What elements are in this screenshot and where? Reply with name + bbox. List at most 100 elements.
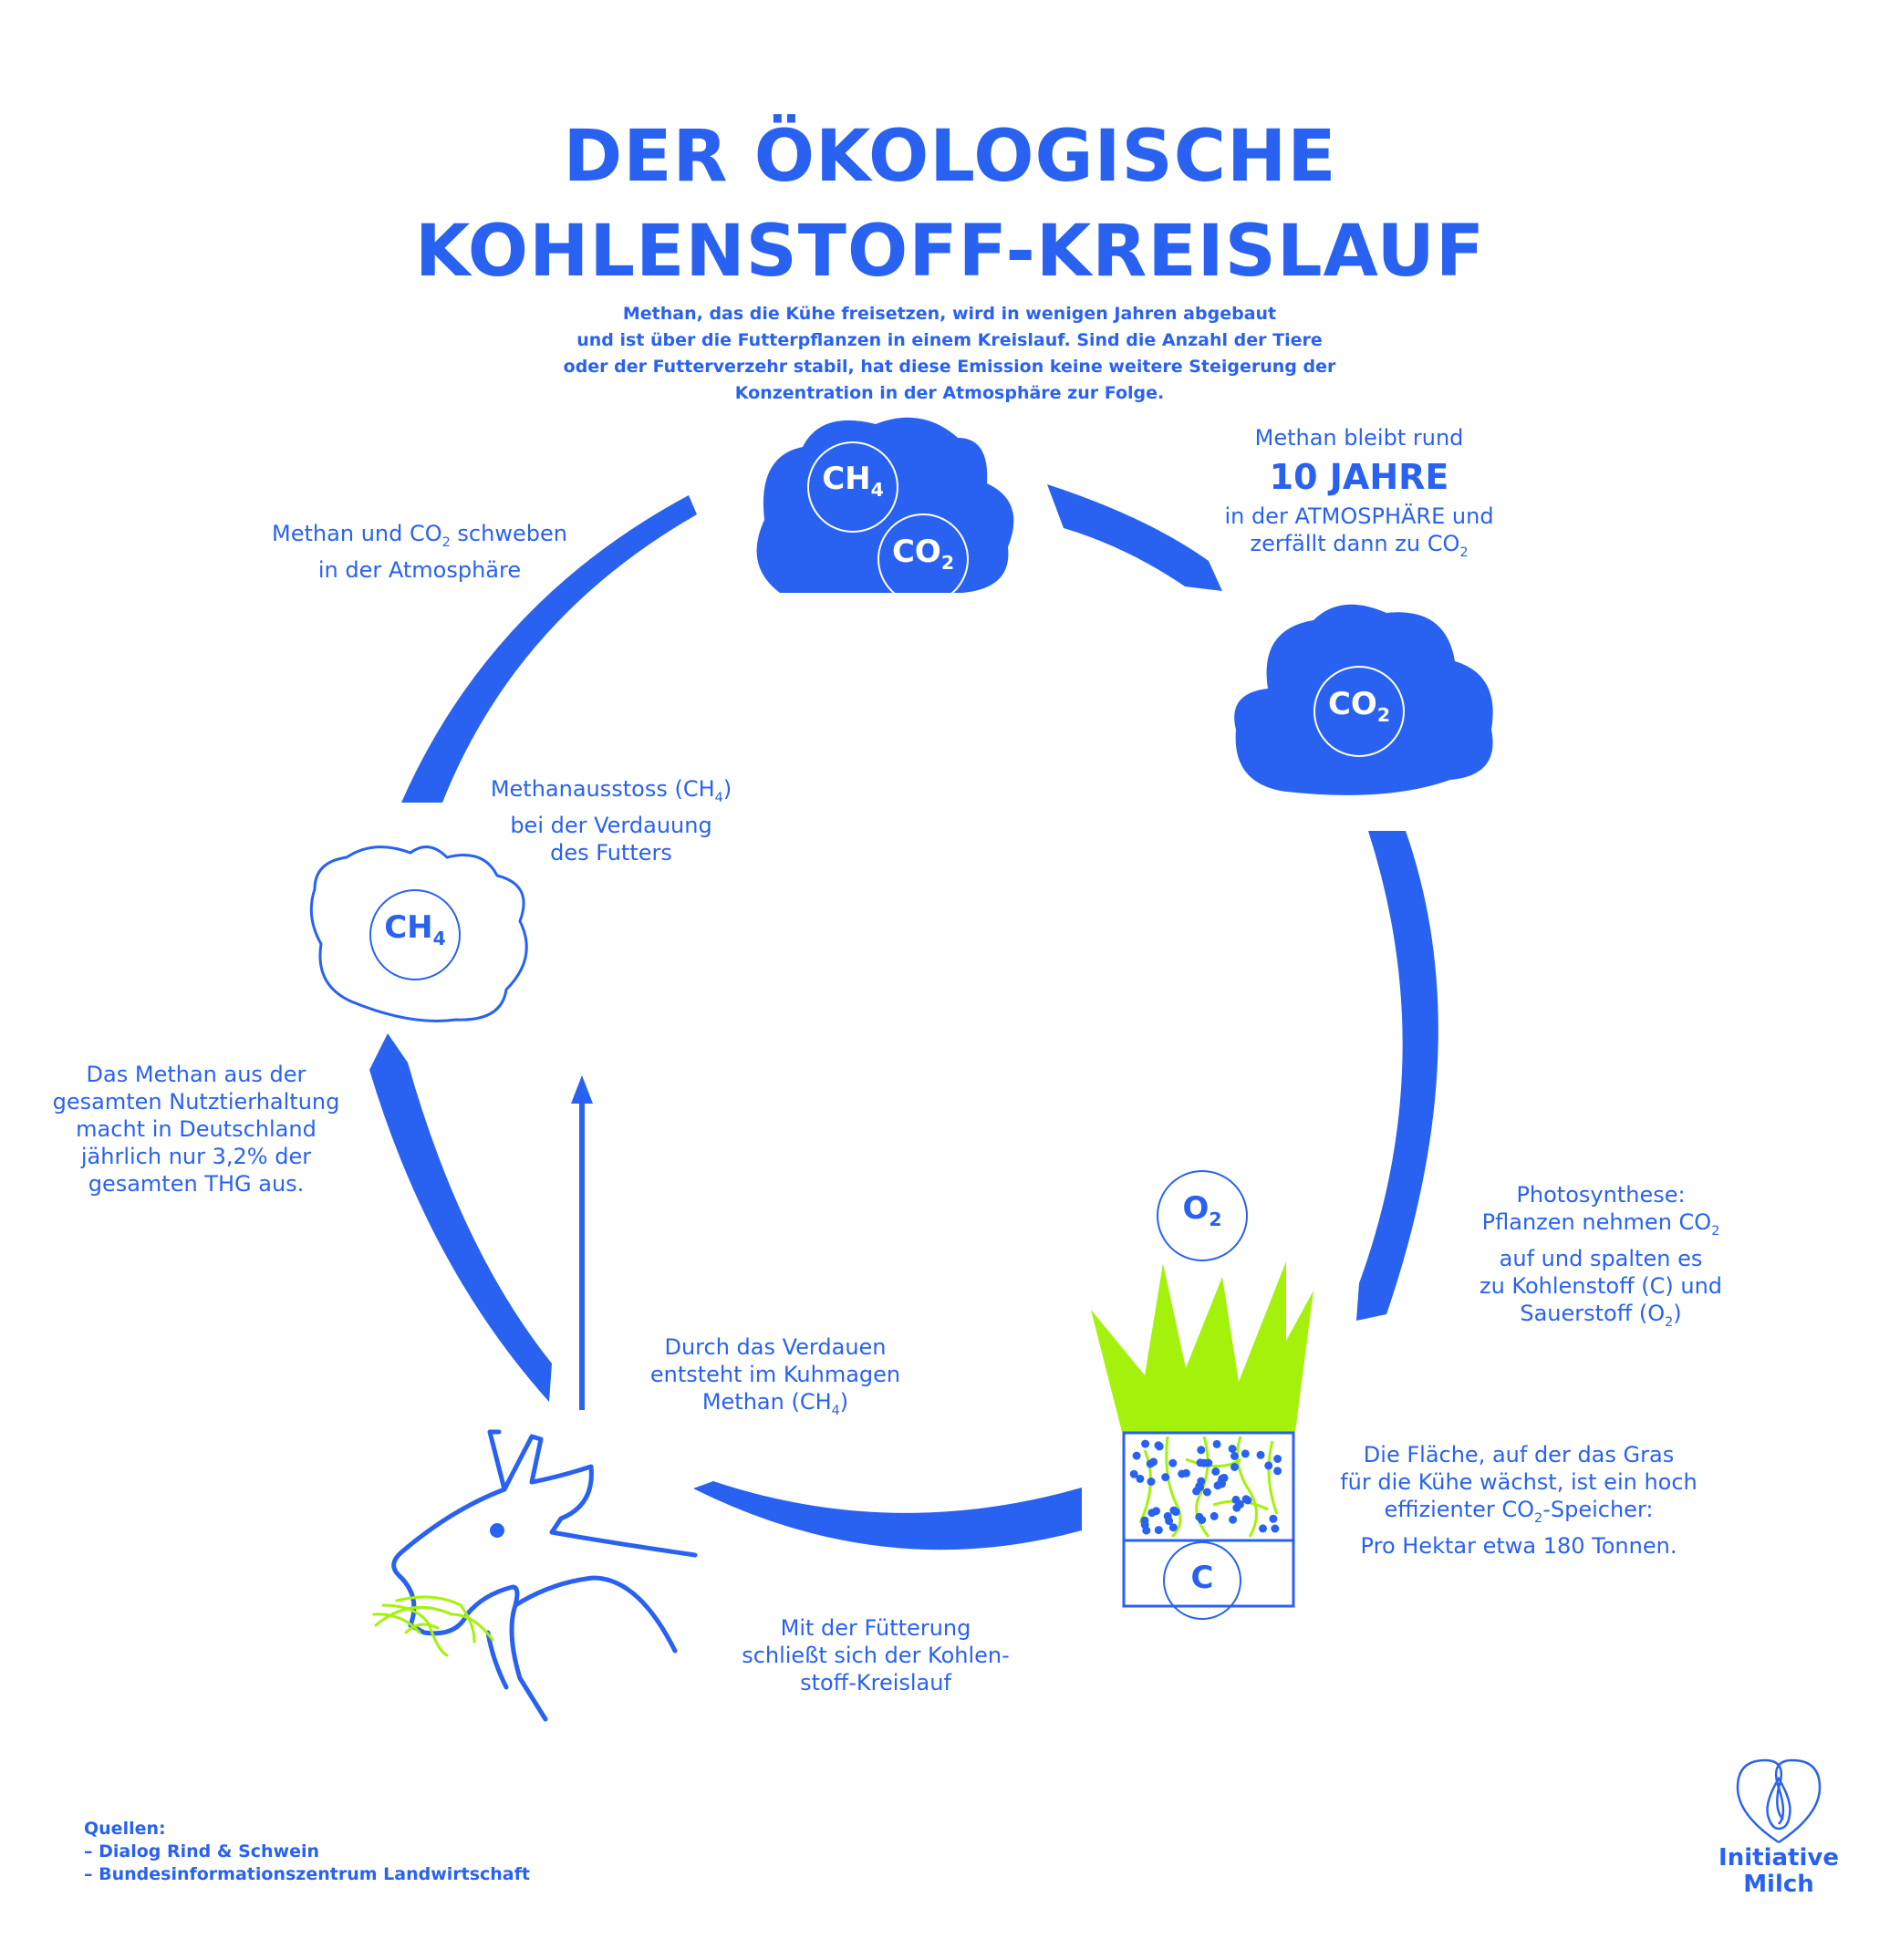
- text-line: Photosynthese:: [1516, 1182, 1686, 1208]
- co2-text: CO: [1327, 686, 1377, 722]
- cycle-arc-right: [1356, 831, 1438, 1321]
- cycle-arc-bottom: [693, 1481, 1082, 1550]
- co2-sub: 2: [1376, 703, 1391, 726]
- soil-dot: [1273, 1455, 1282, 1463]
- co2-sub: 2: [940, 551, 955, 574]
- soil-dot: [1229, 1515, 1238, 1524]
- text-part: ): [722, 776, 732, 802]
- title-line-1: DER ÖKOLOGISCHE: [563, 116, 1337, 198]
- o2-text: O: [1182, 1190, 1210, 1227]
- intro-line: Konzentration in der Atmosphäre zur Folg…: [734, 383, 1165, 403]
- text-sub: 4: [831, 1403, 840, 1418]
- text-part: -Speicher:: [1542, 1497, 1654, 1522]
- text-part: zerfällt dann zu CO: [1250, 531, 1460, 556]
- label-storage: Die Fläche, auf der das Gras für die Küh…: [1327, 1441, 1710, 1560]
- highlight-ten-years: 10 JAHRE: [1269, 457, 1449, 497]
- soil-dot: [1154, 1526, 1163, 1535]
- cycle-arc-left-upper: [401, 495, 697, 803]
- soil-dot: [1141, 1439, 1150, 1448]
- text-line: Durch das Verdauen: [664, 1334, 887, 1360]
- text-line: bei der Verdauung: [510, 812, 712, 838]
- text-line: Pro Hektar etwa 180 Tonnen.: [1360, 1532, 1677, 1559]
- text-line: Die Fläche, auf der das Gras: [1363, 1442, 1675, 1467]
- cycle-arc-left-lower: [369, 1033, 552, 1402]
- logo-line: Milch: [1743, 1871, 1814, 1898]
- ch4-label-left: CH4: [379, 909, 452, 949]
- soil-dot: [1136, 1474, 1145, 1483]
- label-stomach: Durch das Verdauen entsteht im Kuhmagen …: [629, 1333, 921, 1425]
- soil-dot: [1218, 1479, 1226, 1488]
- soil-dot: [1230, 1452, 1239, 1460]
- text-part: ): [839, 1389, 849, 1415]
- text-line: effizienter CO2-Speicher:: [1327, 1496, 1710, 1532]
- cow-grass-icon: [372, 1595, 494, 1657]
- o2-circle: [1157, 1170, 1248, 1261]
- text-line: gesamten Nutztierhaltung: [52, 1089, 340, 1115]
- text-line: Methan (CH4): [629, 1388, 921, 1425]
- text-part: Sauerstoff (O: [1520, 1300, 1666, 1326]
- soil-dot: [1235, 1499, 1244, 1509]
- cycle-arrows: [369, 484, 1438, 1550]
- soil-dot: [1147, 1509, 1157, 1518]
- soil-dot: [1241, 1495, 1251, 1504]
- source-item: – Bundesinformationszentrum Landwirtscha…: [84, 1864, 530, 1884]
- soil-dot: [1264, 1461, 1273, 1470]
- soil-dot: [1271, 1524, 1280, 1533]
- o2-label: O2: [1175, 1190, 1230, 1230]
- text-sub: 2: [1711, 1223, 1720, 1239]
- soil-dot: [1211, 1467, 1220, 1476]
- sources: Quellen: – Dialog Rind & Schwein – Bunde…: [84, 1818, 530, 1886]
- intro-paragraph: Methan, das die Kühe freisetzen, wird in…: [539, 301, 1360, 407]
- text-line: zerfällt dann zu CO2: [1213, 530, 1505, 566]
- text-line: auf und spalten es: [1499, 1245, 1703, 1271]
- text-line: Sauerstoff (O2): [1455, 1300, 1747, 1336]
- text-line: Methanausstoss (CH4): [474, 775, 748, 812]
- soil-dot: [1149, 1457, 1158, 1467]
- text-line: Methan und CO2 schweben: [265, 520, 575, 556]
- text-part: schweben: [450, 521, 567, 546]
- soil-dot: [1241, 1449, 1250, 1458]
- right-cloud: [1234, 604, 1493, 795]
- soil-dot: [1259, 1524, 1267, 1533]
- text-part: Methanausstoss (CH: [490, 776, 715, 802]
- text-line: entsteht im Kuhmagen: [649, 1362, 901, 1387]
- intro-line: Methan, das die Kühe freisetzen, wird in…: [622, 304, 1277, 324]
- text-line: macht in Deutschland: [76, 1116, 317, 1142]
- soil-dot: [1210, 1511, 1219, 1520]
- soil-dot: [1154, 1441, 1163, 1450]
- soil-dot: [1198, 1516, 1207, 1524]
- text-line: in der Atmosphäre: [317, 556, 522, 583]
- ch4-text: CH: [384, 909, 433, 946]
- soil-dot: [1169, 1506, 1178, 1515]
- soil-dot: [1197, 1446, 1206, 1455]
- soil-dot: [1142, 1526, 1151, 1535]
- text-line: Mit der Fütterung: [780, 1615, 971, 1641]
- grass-icon: [1091, 1261, 1313, 1620]
- soil-dot: [1163, 1511, 1172, 1520]
- soil-dot: [1202, 1488, 1211, 1497]
- co2-label-top: CO2: [887, 534, 960, 574]
- soil-dot: [1269, 1514, 1278, 1523]
- text-line: Methan bleibt rund: [1254, 425, 1464, 451]
- soil-dot: [1147, 1478, 1156, 1486]
- soil-dot: [1197, 1477, 1206, 1486]
- label-livestock-share: Das Methan aus der gesamten Nutztierhalt…: [50, 1061, 342, 1198]
- text-line: schließt sich der Kohlen-: [742, 1643, 1010, 1668]
- text-line: gesamten THG aus.: [88, 1171, 305, 1197]
- text-line: jährlich nur 3,2% der: [80, 1144, 312, 1169]
- text-line: Das Methan aus der: [86, 1062, 306, 1087]
- source-item: – Dialog Rind & Schwein: [84, 1841, 320, 1861]
- soil-dot: [1228, 1445, 1237, 1453]
- label-digestion-emission: Methanausstoss (CH4) bei der Verdauung d…: [474, 775, 748, 866]
- text-line: Pflanzen nehmen CO2: [1455, 1208, 1747, 1245]
- label-float-atmosphere: Methan und CO2 schweben in der Atmosphär…: [265, 520, 575, 584]
- page-title: DER ÖKOLOGISCHE KOHLENSTOFF-KREISLAUF: [0, 109, 1900, 299]
- text-line: des Futters: [550, 839, 672, 866]
- soil-dot: [1132, 1451, 1141, 1460]
- text-line: für die Kühe wächst, ist ein hoch: [1340, 1469, 1698, 1495]
- text-line: in der ATMOSPHÄRE und: [1224, 503, 1494, 529]
- soil-dot: [1212, 1439, 1221, 1448]
- text-sub: 2: [441, 534, 451, 550]
- o2-sub: 2: [1209, 1208, 1222, 1230]
